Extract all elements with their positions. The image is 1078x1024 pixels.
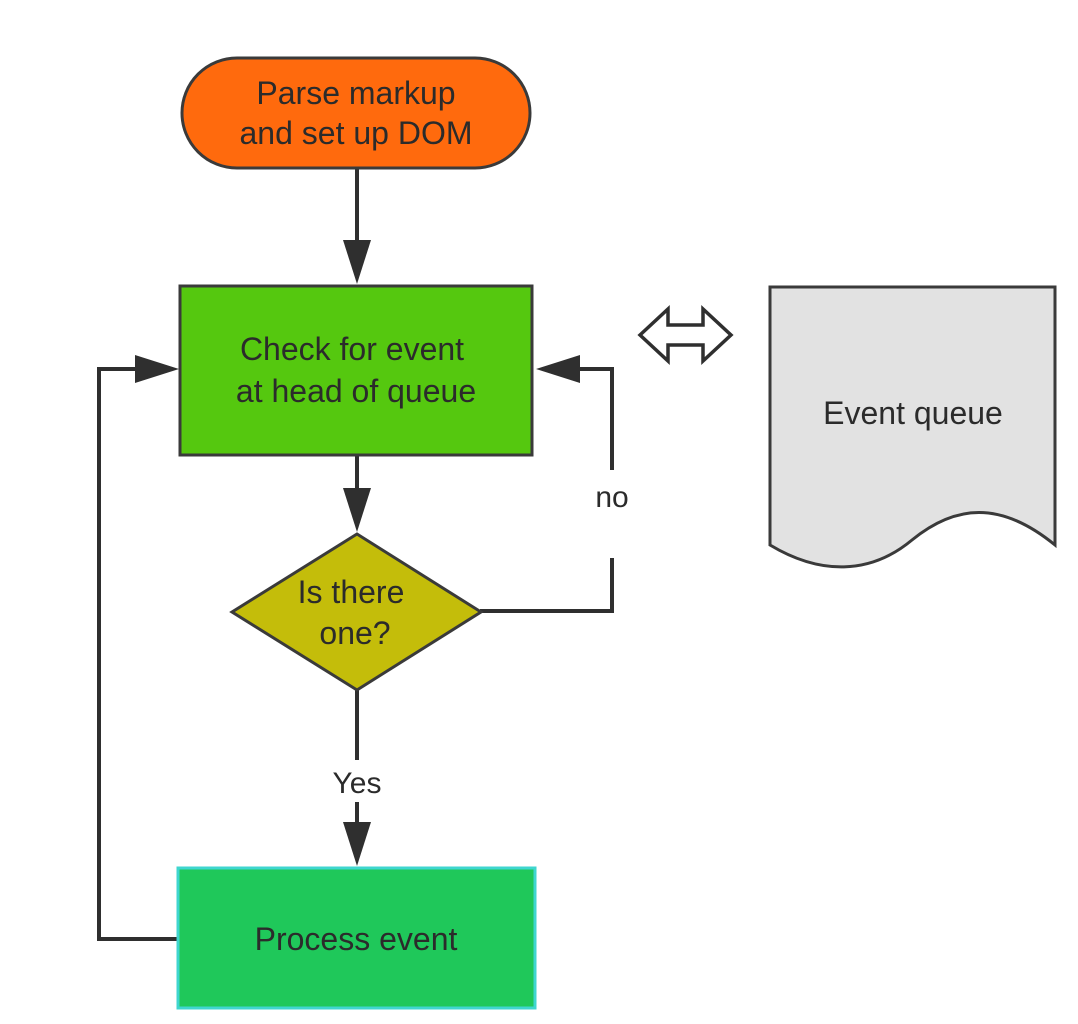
node-event-queue: Event queue [768, 285, 1057, 569]
arrowhead-start-to-check [343, 240, 371, 284]
arrowhead-no-loop [536, 355, 580, 383]
node-decision: Is there one? [229, 532, 484, 692]
connectors [97, 168, 614, 941]
event-queue-label: Event queue [823, 395, 1003, 431]
decision-label-line1: Is there [298, 574, 405, 610]
event-queue-document-shape [768, 285, 1057, 569]
edge-label-yes: Yes [333, 767, 382, 800]
process-event-label: Process event [255, 921, 458, 957]
double-arrow-shape [637, 304, 734, 366]
connector-no-loop [480, 558, 614, 613]
node-check: Check for event at head of queue [178, 284, 534, 457]
connector-process-loop [97, 367, 177, 941]
start-terminator-shape [180, 56, 532, 170]
check-label-line1: Check for event [240, 331, 464, 367]
node-process: Process event [176, 866, 537, 1010]
decision-diamond-shape [229, 532, 484, 692]
node-start: Parse markup and set up DOM [180, 56, 532, 170]
arrowhead-yes [343, 822, 371, 866]
start-label-line1: Parse markup [256, 75, 455, 111]
check-process-shape [178, 284, 534, 457]
process-event-shape [176, 866, 537, 1010]
bidirectional-arrow-icon [637, 304, 734, 366]
connector-no-loop-upper [568, 367, 614, 470]
edge-label-no: no [595, 481, 628, 514]
arrowhead-check-to-decision [343, 488, 371, 532]
check-label-line2: at head of queue [236, 373, 476, 409]
arrowhead-process-loop [135, 355, 179, 383]
decision-label-line2: one? [319, 615, 390, 651]
start-label-line2: and set up DOM [240, 115, 473, 151]
